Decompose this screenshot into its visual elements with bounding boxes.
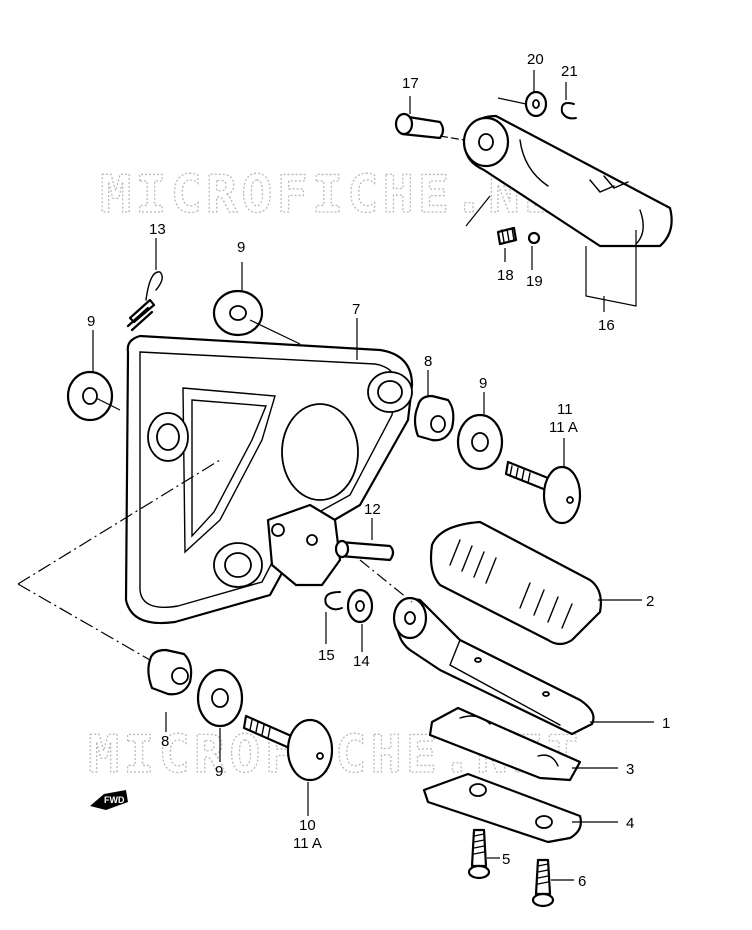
- callout-9-bottom: 9: [215, 763, 223, 780]
- leader-lines: [17, 70, 654, 881]
- footrest: [392, 596, 595, 736]
- callout-11a-bottom: 11 A: [293, 835, 322, 852]
- callout-16: 16: [598, 317, 615, 334]
- callout-9-top: 9: [237, 239, 245, 256]
- detent-spring: [496, 226, 518, 246]
- pin-clip: [324, 591, 343, 611]
- bushing-bottom: [147, 648, 193, 696]
- callout-20: 20: [527, 51, 544, 68]
- callout-6: 6: [578, 873, 586, 890]
- callout-3: 3: [626, 761, 634, 778]
- callout-14: 14: [353, 653, 370, 670]
- pivot-bolt-bottom: [242, 714, 334, 782]
- callout-7: 7: [352, 301, 360, 318]
- washer-top: [212, 289, 264, 337]
- passenger-footrest: [462, 114, 673, 248]
- callout-8-top: 8: [424, 353, 432, 370]
- footrest-bracket: [124, 334, 414, 625]
- footrest-plate: [428, 706, 582, 782]
- passenger-footrest-pin: [394, 112, 445, 140]
- footrest-bracket-plate: [422, 772, 582, 844]
- screw-6: [531, 858, 555, 908]
- washer-left: [66, 370, 114, 422]
- pivot-bolt-top: [504, 460, 582, 525]
- callout-2: 2: [646, 593, 654, 610]
- forward-direction-arrow: FWD: [90, 790, 128, 810]
- callout-18: 18: [497, 267, 514, 284]
- callout-12: 12: [364, 501, 381, 518]
- callout-17: 17: [402, 75, 419, 92]
- pin-washer: [346, 588, 374, 624]
- callout-labels: 2 1 3 4 5 6 7 8 8 9 9 9 9 11 11 A 10 11 …: [87, 51, 670, 890]
- bushing-top: [413, 394, 455, 442]
- callout-1: 1: [662, 715, 670, 732]
- washer-mid: [456, 413, 504, 471]
- passenger-washer: [524, 90, 548, 118]
- callout-4: 4: [626, 815, 634, 832]
- return-spring: [126, 271, 163, 332]
- callout-9-left: 9: [87, 313, 95, 330]
- callout-10: 10: [299, 817, 316, 834]
- fwd-label: FWD: [104, 795, 125, 805]
- callout-8-bottom: 8: [161, 733, 169, 750]
- callout-11a-top: 11 A: [549, 419, 578, 436]
- callout-15: 15: [318, 647, 335, 664]
- callout-21: 21: [561, 63, 578, 80]
- footrest-rubber: [429, 520, 602, 646]
- screw-5: [467, 828, 491, 880]
- detent-ball: [527, 231, 541, 245]
- washer-bottom: [196, 668, 244, 728]
- callout-5: 5: [502, 851, 510, 868]
- callout-19: 19: [526, 273, 543, 290]
- callout-9-mid: 9: [479, 375, 487, 392]
- callout-13: 13: [149, 221, 166, 238]
- callout-11-top: 11: [557, 401, 573, 418]
- passenger-clip: [560, 102, 577, 120]
- footrest-pin: [334, 539, 395, 562]
